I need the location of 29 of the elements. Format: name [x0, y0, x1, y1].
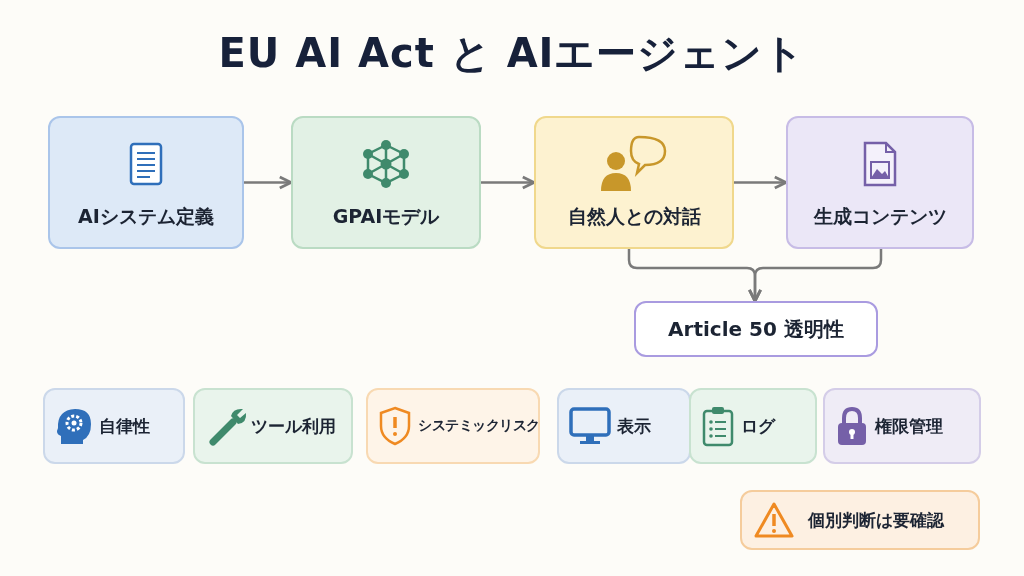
box-label: Article 50 透明性	[667, 316, 845, 343]
process-box	[291, 116, 481, 249]
box-label: 生成コンテンツ	[812, 204, 948, 229]
tag-box	[366, 388, 540, 464]
process-box	[534, 116, 734, 249]
result-box	[634, 301, 878, 357]
tag-box	[689, 388, 817, 464]
box-label: GPAIモデル	[331, 204, 441, 229]
title: EU AI Act と AIエージェント	[217, 29, 807, 78]
box-label: AIシステム定義	[77, 204, 215, 229]
tag-box	[43, 388, 185, 464]
arrow	[734, 175, 788, 190]
tag-box	[823, 388, 981, 464]
box-label: ツール利用	[251, 414, 336, 438]
arrow	[481, 175, 536, 190]
box-label: システミックリスク	[418, 416, 540, 435]
arrow	[748, 249, 883, 303]
process-box	[786, 116, 974, 249]
box-label: 表示	[617, 414, 651, 438]
tag-box	[193, 388, 353, 464]
box-label: 自然人との対話	[566, 204, 702, 229]
box-label: 権限管理	[875, 414, 943, 438]
arrow	[244, 175, 293, 190]
tag-box	[557, 388, 691, 464]
box-label: 自律性	[99, 414, 150, 438]
process-box	[48, 116, 244, 249]
box-label: ログ	[741, 414, 775, 438]
tag-box	[740, 490, 980, 550]
box-label: 個別判断は要確認	[808, 508, 944, 532]
